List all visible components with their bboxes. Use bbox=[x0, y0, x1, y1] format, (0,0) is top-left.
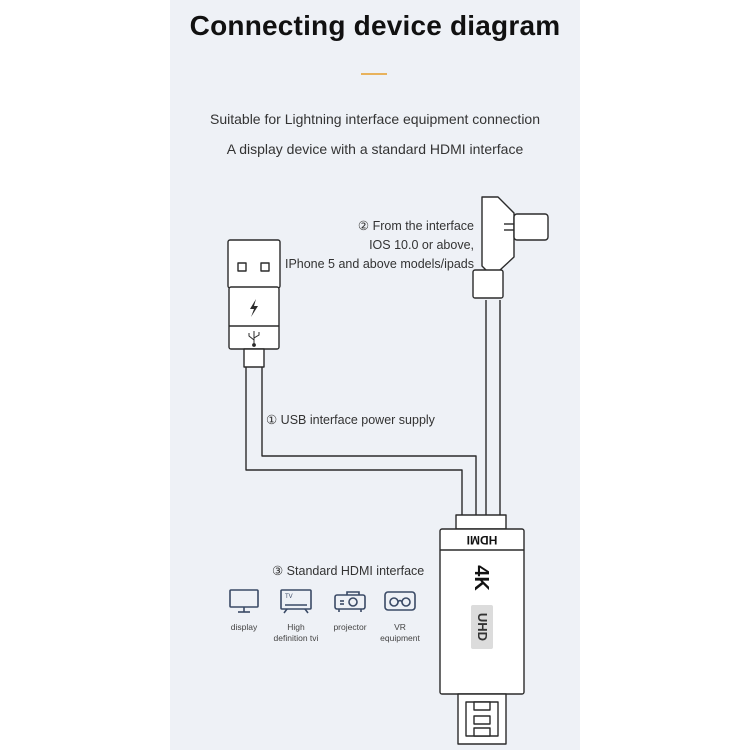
hdmi-brand-text: HDMI bbox=[467, 533, 498, 547]
monitor-icon bbox=[229, 589, 259, 613]
device-projector: projector bbox=[320, 588, 380, 633]
uhd-badge-text: UHD bbox=[475, 613, 490, 641]
title-accent-line bbox=[361, 73, 387, 75]
lightning-cable bbox=[485, 300, 501, 515]
lightning-bolt-icon bbox=[250, 299, 258, 317]
subtitle-lightning: Suitable for Lightning interface equipme… bbox=[210, 111, 540, 127]
vr-headset-icon bbox=[384, 591, 416, 611]
hdmi-interface-label: ③ Standard HDMI interface bbox=[272, 564, 425, 578]
tv-label-text: TV bbox=[285, 594, 293, 600]
usb-plug-icon bbox=[227, 239, 281, 289]
lightning-interface-label: ② From the interface IOS 10.0 or above, … bbox=[284, 219, 474, 271]
subtitle-hdmi: A display device with a standard HDMI in… bbox=[226, 141, 524, 157]
lightning-tip bbox=[513, 213, 549, 241]
device-vr: VR equipment bbox=[370, 588, 430, 644]
projector-icon bbox=[334, 591, 366, 612]
device-hd-tv: TV High definition tvi bbox=[266, 588, 326, 644]
usb-symbol-icon bbox=[248, 331, 260, 347]
usb-cable bbox=[245, 367, 477, 515]
tv-icon: TV bbox=[280, 589, 312, 614]
page-title: Connecting device diagram bbox=[189, 10, 561, 41]
usb-power-label: ① USB interface power supply bbox=[266, 413, 435, 427]
device-display: display bbox=[214, 588, 274, 633]
resolution-4k-text: 4K bbox=[470, 565, 492, 591]
uhd-badge bbox=[471, 605, 493, 649]
